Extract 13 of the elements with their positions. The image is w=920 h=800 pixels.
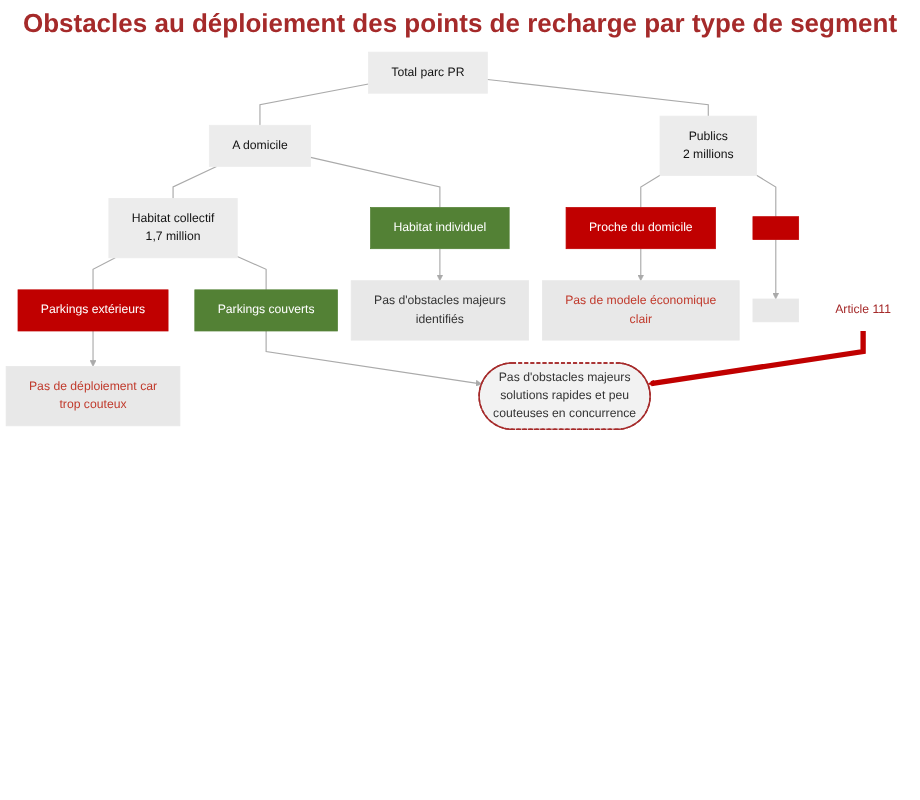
connector (486, 78, 709, 117)
connector (259, 83, 369, 126)
node-box (752, 298, 800, 323)
connector (172, 165, 218, 199)
connector (310, 156, 441, 209)
arrow (772, 238, 780, 300)
arrow (637, 248, 645, 281)
arrow (265, 330, 483, 387)
arrow (89, 330, 97, 367)
arrow (436, 248, 444, 281)
diagram-title: Obstacles au déploiement des points de recharge par type de segment (20, 6, 900, 42)
arrow (647, 331, 866, 387)
node-box (752, 216, 800, 240)
